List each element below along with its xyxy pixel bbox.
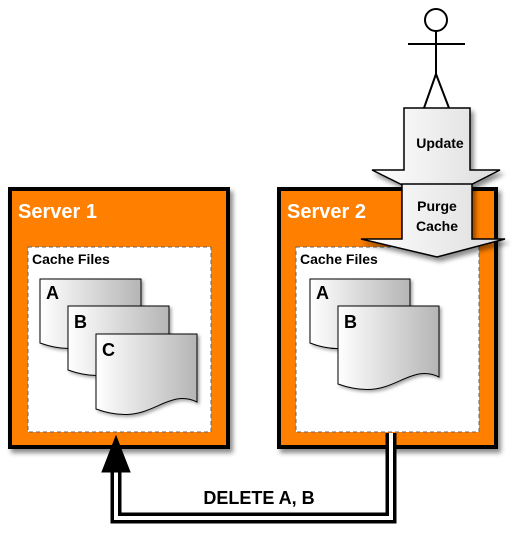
delete-label: DELETE A, B	[203, 488, 314, 508]
server-1: Server 1 Cache Files A B C	[8, 187, 230, 449]
file-sheet	[95, 333, 198, 416]
user-stick-figure-icon	[408, 8, 465, 109]
server-1-title: Server 1	[18, 201, 97, 223]
delete-arrow-head-icon	[101, 434, 131, 473]
file-letter-b: B	[74, 312, 87, 332]
server-2-title: Server 2	[287, 201, 366, 223]
delete-arrow-channel	[114, 433, 393, 520]
file-letter-a: A	[46, 283, 59, 303]
purge-cache-arrow: Purge Cache	[360, 183, 506, 258]
file-sheet	[337, 305, 440, 391]
purge-cache-arrow-shape	[360, 183, 506, 258]
server-2-cache-label: Cache Files	[300, 251, 378, 267]
delete-arrow	[101, 433, 397, 524]
update-label: Update	[416, 135, 464, 151]
server-1-file-c: C	[95, 333, 198, 416]
server-2-file-b: B	[337, 305, 440, 391]
purge-label-line-2: Cache	[416, 218, 458, 234]
file-letter-a: A	[316, 283, 329, 303]
server-1-cache-label: Cache Files	[32, 251, 110, 267]
purge-label-line-1: Purge	[417, 198, 457, 214]
file-letter-b: B	[344, 312, 357, 332]
file-letter-c: C	[102, 340, 115, 360]
